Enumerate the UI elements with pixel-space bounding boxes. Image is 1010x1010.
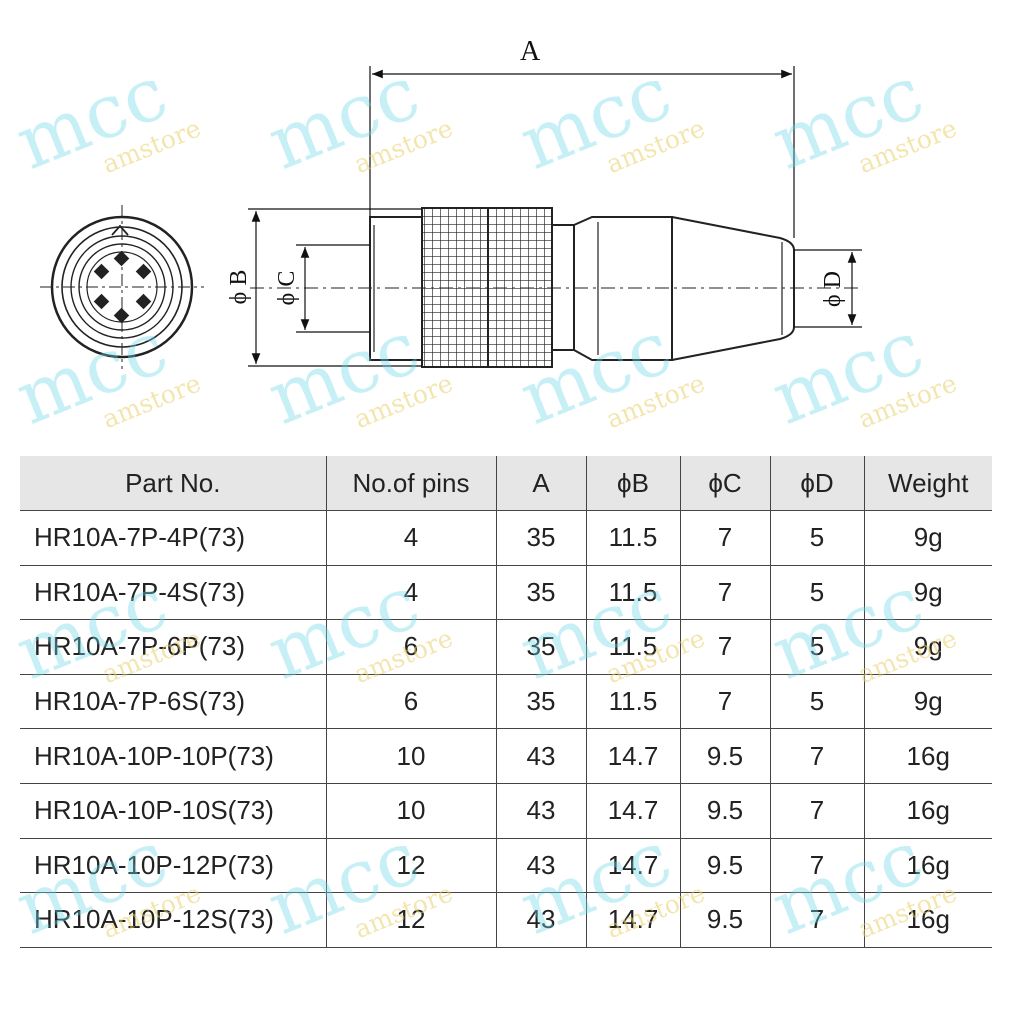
cell-a: 43: [495, 783, 586, 839]
cell-d: 5: [769, 619, 864, 675]
cell-a: 35: [495, 510, 586, 566]
cell-pins: 6: [325, 674, 496, 730]
cell-part-no: HR10A-7P-6S(73): [20, 674, 326, 730]
dimension-b-label: ϕ B: [226, 270, 252, 305]
cell-part-no: HR10A-10P-10P(73): [20, 728, 326, 784]
header-a: A: [495, 456, 586, 511]
cell-b: 14.7: [585, 892, 680, 948]
cell-c: 7: [679, 674, 770, 730]
cell-d: 5: [769, 565, 864, 621]
cell-weight: 9g: [863, 510, 992, 566]
cell-d: 7: [769, 892, 864, 948]
cell-a: 43: [495, 728, 586, 784]
cell-weight: 16g: [863, 892, 992, 948]
cell-part-no: HR10A-10P-10S(73): [20, 783, 326, 839]
dimension-c-label: ϕ C: [274, 271, 300, 306]
cell-d: 5: [769, 674, 864, 730]
header-b: ϕB: [585, 456, 680, 511]
cell-pins: 10: [325, 783, 496, 839]
cell-c: 7: [679, 565, 770, 621]
cell-a: 35: [495, 565, 586, 621]
cell-c: 9.5: [679, 783, 770, 839]
cell-c: 9.5: [679, 892, 770, 948]
dimension-d-label: ϕ D: [820, 271, 846, 307]
cell-c: 9.5: [679, 728, 770, 784]
cell-c: 7: [679, 619, 770, 675]
cell-pins: 10: [325, 728, 496, 784]
cell-b: 11.5: [585, 674, 680, 730]
cell-part-no: HR10A-7P-4S(73): [20, 565, 326, 621]
cell-weight: 9g: [863, 674, 992, 730]
cell-a: 35: [495, 674, 586, 730]
cell-d: 7: [769, 783, 864, 839]
cell-weight: 16g: [863, 838, 992, 894]
cell-pins: 4: [325, 510, 496, 566]
cell-b: 11.5: [585, 619, 680, 675]
header-pins: No.of pins: [325, 456, 496, 511]
cell-a: 35: [495, 619, 586, 675]
cell-b: 11.5: [585, 510, 680, 566]
cell-part-no: HR10A-10P-12P(73): [20, 838, 326, 894]
cell-b: 14.7: [585, 783, 680, 839]
header-part-no: Part No.: [20, 456, 326, 511]
header-weight: Weight: [863, 456, 992, 511]
header-c: ϕC: [679, 456, 770, 511]
cell-weight: 16g: [863, 728, 992, 784]
dimension-a-label: A: [520, 36, 541, 67]
cell-pins: 12: [325, 838, 496, 894]
cell-weight: 16g: [863, 783, 992, 839]
cell-a: 43: [495, 838, 586, 894]
header-d: ϕD: [769, 456, 864, 511]
cell-c: 7: [679, 510, 770, 566]
cell-weight: 9g: [863, 619, 992, 675]
cell-b: 14.7: [585, 838, 680, 894]
dimension-lines: [248, 66, 862, 367]
cell-part-no: HR10A-7P-6P(73): [20, 619, 326, 675]
cell-pins: 12: [325, 892, 496, 948]
cell-b: 11.5: [585, 565, 680, 621]
cell-d: 7: [769, 838, 864, 894]
connector-end-view: [40, 205, 204, 369]
cell-b: 14.7: [585, 728, 680, 784]
cell-c: 9.5: [679, 838, 770, 894]
connector-drawing: A ϕ B ϕ C ϕ D: [40, 36, 862, 369]
spec-table: Part No. No.of pins A ϕB ϕC ϕD Weight HR…: [20, 456, 992, 948]
cell-pins: 6: [325, 619, 496, 675]
cell-d: 5: [769, 510, 864, 566]
cell-part-no: HR10A-10P-12S(73): [20, 892, 326, 948]
table-header-row: Part No. No.of pins A ϕB ϕC ϕD Weight: [20, 456, 992, 511]
cell-d: 7: [769, 728, 864, 784]
connector-side-view: [250, 207, 860, 368]
cell-a: 43: [495, 892, 586, 948]
cell-part-no: HR10A-7P-4P(73): [20, 510, 326, 566]
cell-weight: 9g: [863, 565, 992, 621]
cell-pins: 4: [325, 565, 496, 621]
